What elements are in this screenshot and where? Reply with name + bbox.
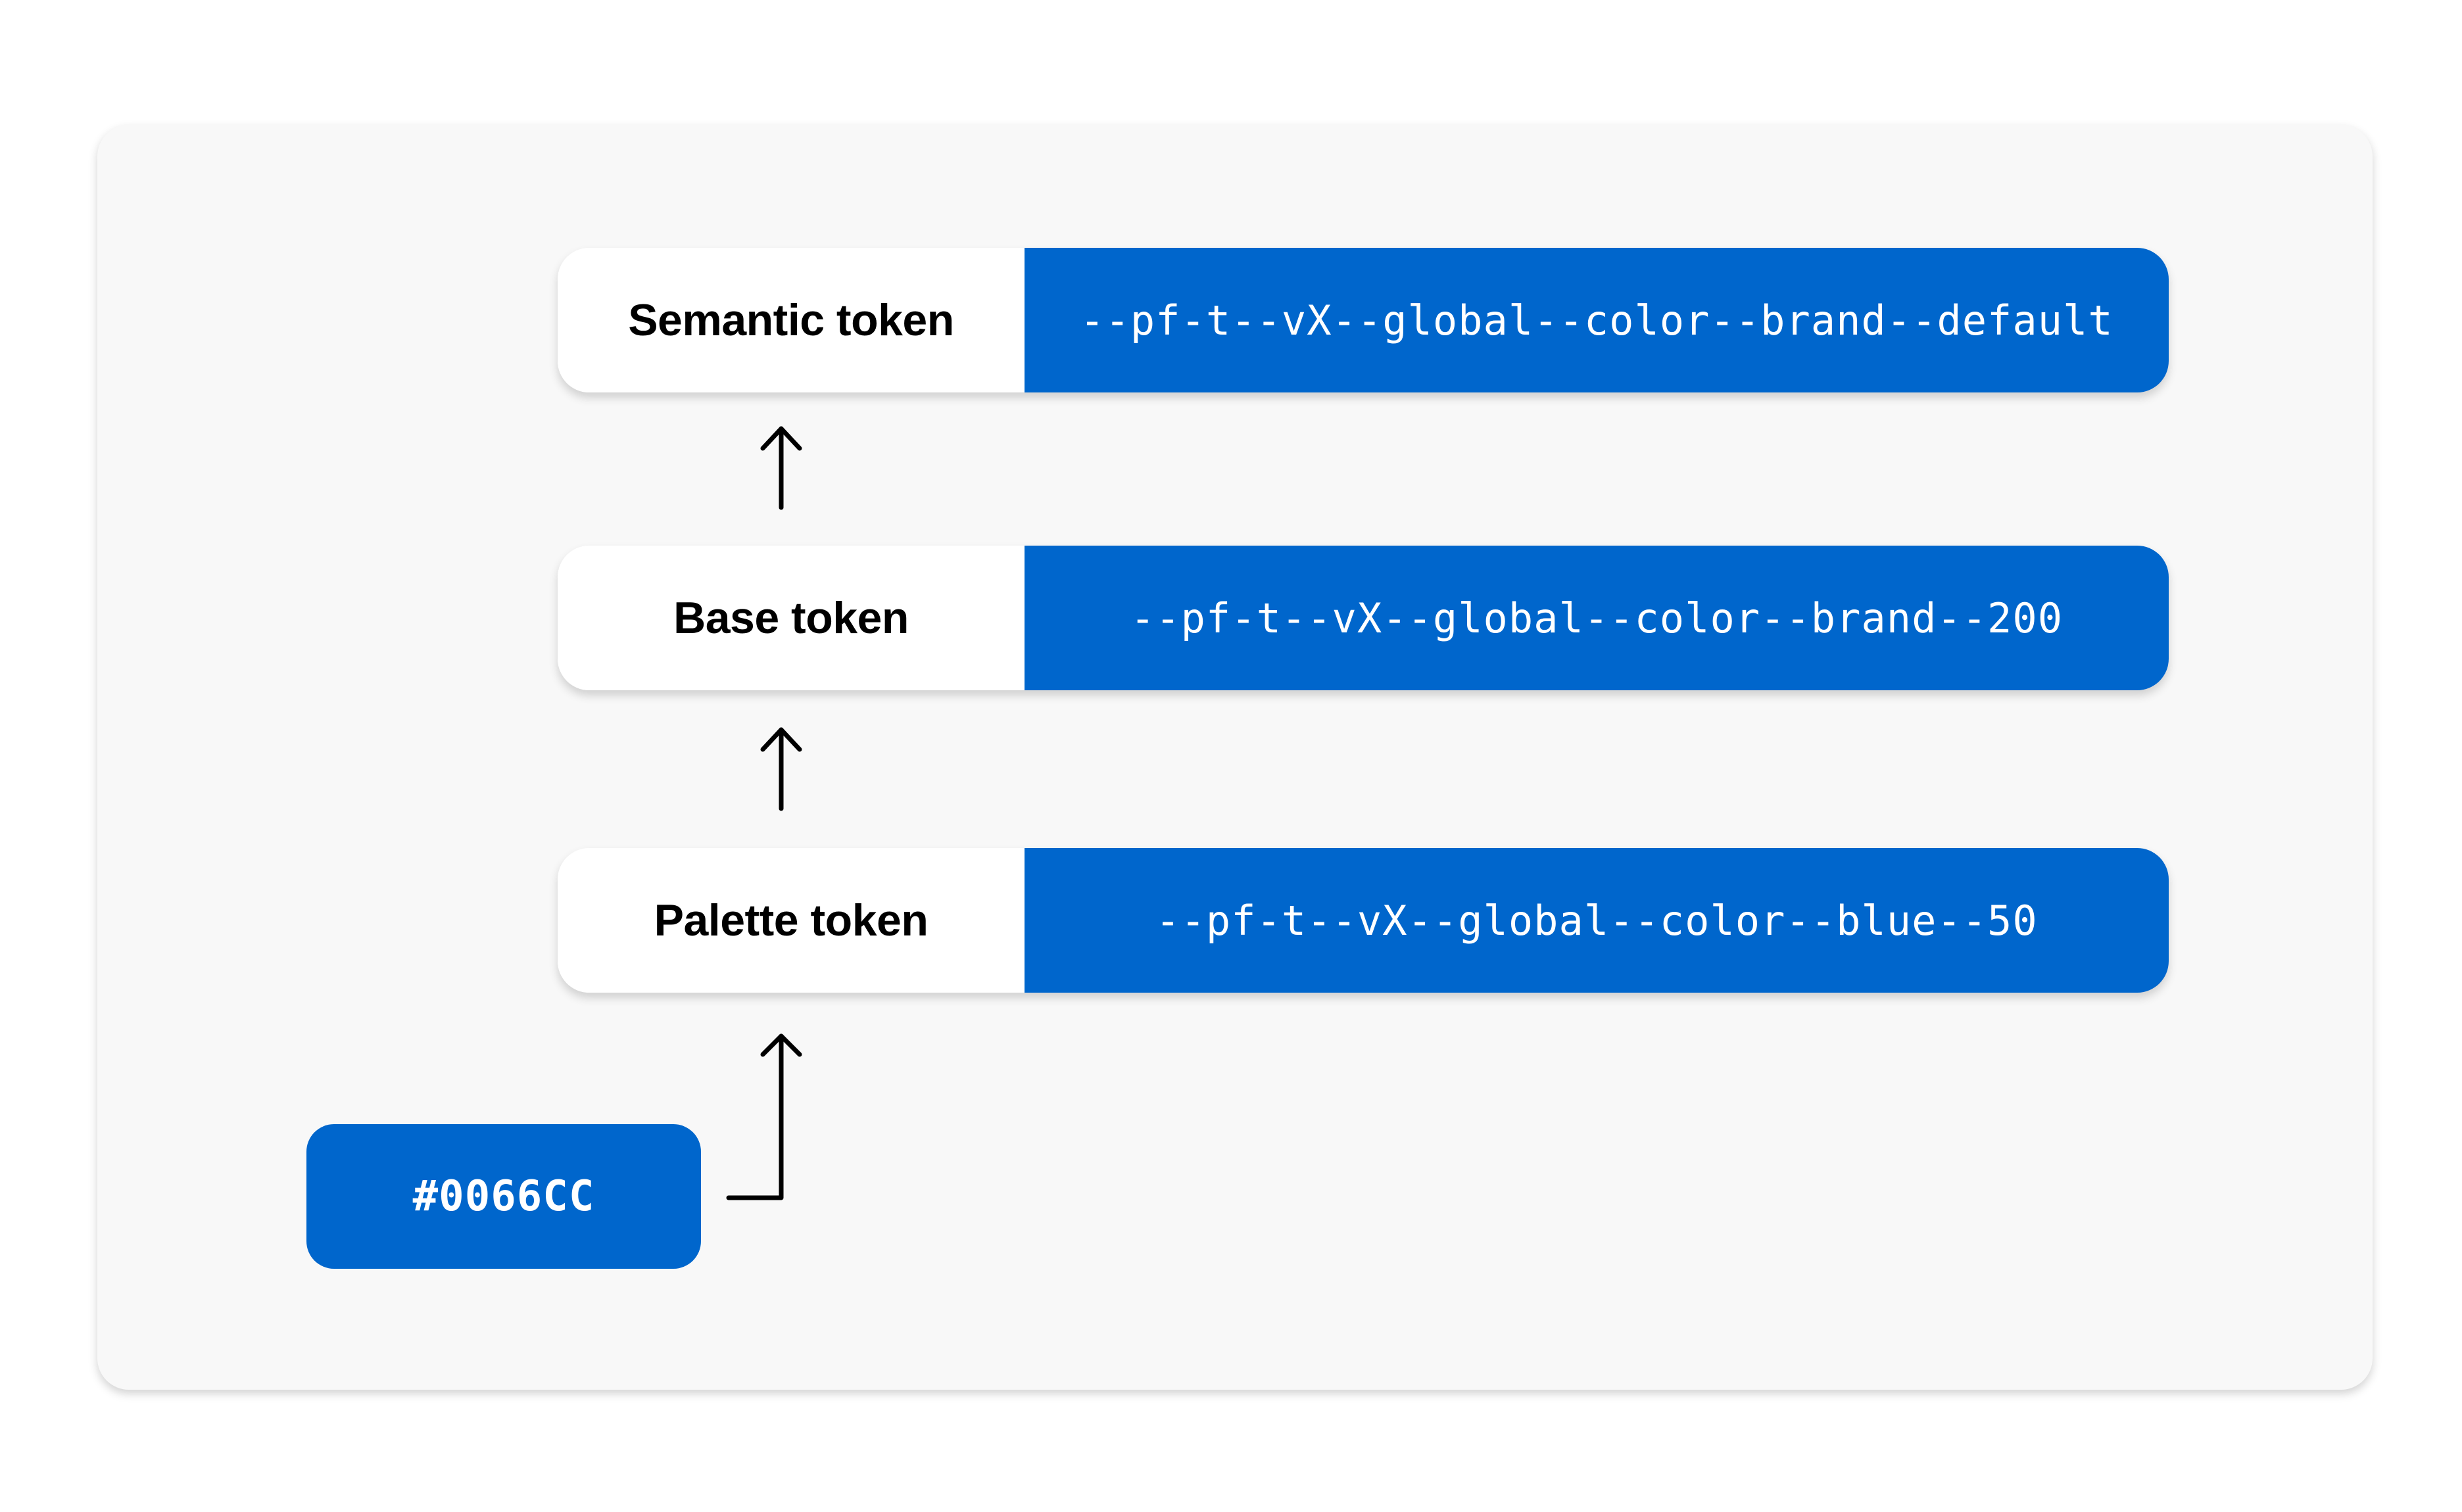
base-token-label: Base token [558, 546, 1025, 690]
arrows-layer [726, 426, 802, 1200]
hex-color-chip: #0066CC [306, 1124, 701, 1269]
arrow-up-icon [760, 426, 802, 510]
palette-token-label: Palette token [558, 848, 1025, 993]
palette-token-value: --pf-t--vX--global--color--blue--50 [1025, 848, 2169, 993]
semantic-token-row: Semantic token --pf-t--vX--global--color… [558, 248, 2169, 392]
base-token-value: --pf-t--vX--global--color--brand--200 [1025, 546, 2169, 690]
elbow-arrow-up-icon [726, 1033, 802, 1200]
semantic-token-label: Semantic token [558, 248, 1025, 392]
palette-token-row: Palette token --pf-t--vX--global--color-… [558, 848, 2169, 993]
arrow-up-icon [760, 727, 802, 811]
diagram-panel: Semantic token --pf-t--vX--global--color… [97, 125, 2373, 1390]
semantic-token-value: --pf-t--vX--global--color--brand--defaul… [1025, 248, 2169, 392]
base-token-row: Base token --pf-t--vX--global--color--br… [558, 546, 2169, 690]
